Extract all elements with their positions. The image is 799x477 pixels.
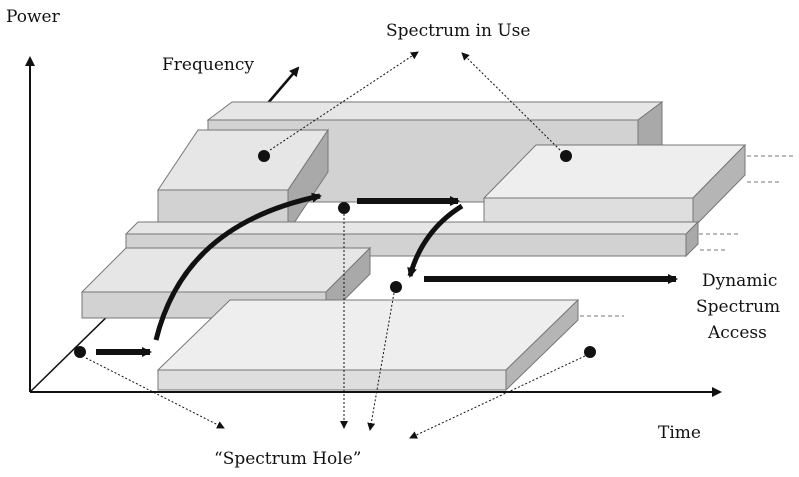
- time-label: Time: [658, 423, 701, 443]
- dot-hole-start: [74, 346, 86, 358]
- dsa-label-line3: Access: [707, 323, 767, 343]
- block-front: [156, 298, 580, 392]
- spectrum-hole-label: “Spectrum Hole”: [214, 449, 361, 469]
- path-arrow-2: [153, 192, 322, 341]
- block-back-right: [482, 143, 747, 230]
- dot-hole-right: [584, 346, 596, 358]
- power-label: Power: [6, 7, 61, 27]
- dot-hole-mid: [338, 202, 350, 214]
- labels: Power Frequency Spectrum in Use Time “Sp…: [6, 7, 780, 469]
- path-arrow-4: [407, 203, 464, 278]
- dots: [74, 150, 596, 358]
- pointer-hole-lower: [367, 292, 395, 431]
- block-back-left: [157, 128, 329, 234]
- spectrum-in-use-label: Spectrum in Use: [386, 21, 530, 41]
- frequency-label: Frequency: [162, 55, 254, 75]
- dot-in-use-right: [560, 150, 572, 162]
- pointer-in-use-right: [461, 52, 561, 151]
- frequency-axis-arrow: [267, 66, 300, 104]
- pointer-in-use-left: [269, 51, 419, 151]
- dot-in-use-left: [258, 150, 270, 162]
- dashed-extensions: [580, 155, 795, 317]
- pointer-hole-right: [409, 355, 586, 439]
- pointer-lines: [85, 51, 586, 439]
- dsa-label-line2: Spectrum: [696, 297, 780, 317]
- pointer-hole-start: [85, 357, 225, 429]
- dsa-label-line1: Dynamic: [702, 271, 777, 291]
- access-path: [96, 192, 678, 357]
- dot-hole-lower: [390, 281, 402, 293]
